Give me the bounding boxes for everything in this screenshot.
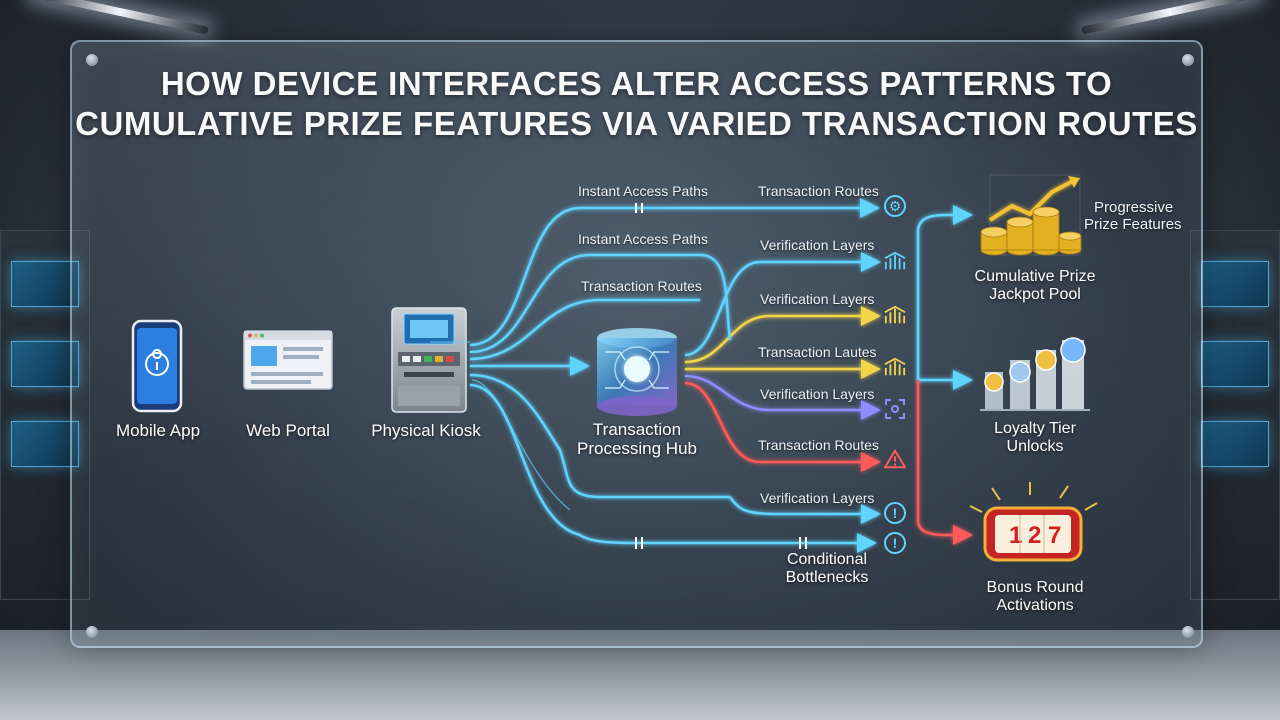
svg-text:2: 2	[1028, 522, 1041, 549]
route-verification-lower	[728, 496, 881, 524]
path-label-instant-access-2: Instant Access Paths	[578, 231, 708, 247]
route-transaction-red	[684, 381, 881, 472]
bottleneck-line-2: Bottlenecks	[785, 569, 869, 586]
hub-label: Transaction Processing Hub	[560, 420, 714, 458]
path-label-instant-access-1: Instant Access Paths	[578, 183, 708, 199]
trunk-to-bonus	[916, 380, 973, 545]
route-label-6: Transaction Routes	[758, 437, 879, 453]
hub-label-line-2: Processing Hub	[576, 439, 697, 458]
alert-circle-icon: !	[884, 532, 906, 554]
outcome-label-bonus: Bonus Round Activations	[960, 579, 1110, 615]
panel-bolt	[1182, 626, 1194, 638]
panel-bolt	[1182, 54, 1194, 66]
loyalty-line-1: Loyalty Tier	[994, 420, 1076, 437]
progressive-line-2: Prize Features	[1084, 216, 1182, 233]
server-rack-left	[0, 230, 90, 600]
slot-machine-icon: 1 2 7	[969, 482, 1098, 562]
signal-bars-icon	[884, 304, 906, 326]
floor	[0, 630, 1280, 720]
signal-bars-icon	[884, 250, 906, 272]
trunk-to-jackpot	[916, 205, 973, 380]
path-label-transaction-routes: Transaction Routes	[581, 278, 702, 294]
progressive-prize-features-label: Progressive Prize Features	[1084, 199, 1182, 233]
route-label-1: Transaction Routes	[758, 183, 879, 199]
signal-bars-icon	[884, 356, 906, 378]
scan-frame-icon	[884, 398, 906, 420]
jackpot-line-2: Jackpot Pool	[989, 286, 1081, 303]
conditional-bottlenecks-label: Conditional Bottlenecks	[752, 551, 902, 587]
bonus-line-2: Activations	[996, 597, 1074, 614]
bottleneck-line-1: Conditional	[786, 551, 868, 568]
browser-window-icon	[243, 330, 333, 390]
svg-text:1: 1	[1009, 522, 1022, 549]
outcome-label-jackpot: Cumulative Prize Jackpot Pool	[950, 268, 1120, 304]
device-label-web-portal: Web Portal	[246, 421, 330, 440]
lower-path-1	[469, 373, 730, 499]
coin-stacks-chart-icon	[980, 174, 1082, 256]
device-label-mobile-app: Mobile App	[115, 421, 201, 440]
outcome-label-loyalty: Loyalty Tier Unlocks	[960, 420, 1110, 456]
route-label-5: Verification Layers	[760, 386, 875, 402]
route-verification-cyan	[684, 252, 881, 357]
server-rack-right	[1190, 230, 1280, 600]
instant-access-path-2	[469, 253, 700, 354]
panel-bolt	[86, 54, 98, 66]
loyalty-line-2: Unlocks	[1006, 438, 1064, 455]
alert-circle-icon: !	[884, 502, 906, 524]
svg-text:7: 7	[1048, 522, 1061, 549]
route-label-7: Verification Layers	[760, 490, 875, 506]
warning-triangle-icon	[884, 448, 906, 470]
tier-medals-icon	[980, 337, 1090, 411]
transaction-route-path	[469, 298, 700, 361]
route-label-3: Verification Layers	[760, 291, 875, 307]
connector	[699, 253, 732, 341]
panel-bolt	[86, 626, 98, 638]
kiosk-icon	[391, 307, 467, 413]
jackpot-line-1: Cumulative Prize	[974, 268, 1096, 285]
database-hub-icon	[597, 328, 677, 416]
instant-access-path-1	[469, 198, 880, 347]
route-label-2: Verification Layers	[760, 237, 875, 253]
progressive-line-1: Progressive	[1094, 199, 1174, 216]
gear-badge-icon: ⚙	[884, 195, 906, 217]
diagram-title: HOW DEVICE INTERFACES ALTER ACCESS PATTE…	[70, 64, 1203, 144]
route-label-4: Transaction Lautes	[758, 344, 877, 360]
device-label-physical-kiosk: Physical Kiosk	[371, 421, 481, 440]
title-line-1: HOW DEVICE INTERFACES ALTER ACCESS PATTE…	[160, 65, 1113, 102]
smartphone-icon	[131, 319, 183, 413]
title-line-2: CUMULATIVE PRIZE FEATURES VIA VARIED TRA…	[75, 105, 1198, 142]
route-verification-purple	[684, 374, 881, 420]
bonus-line-1: Bonus Round	[986, 579, 1084, 596]
hub-label-line-1: Transaction	[592, 420, 682, 439]
